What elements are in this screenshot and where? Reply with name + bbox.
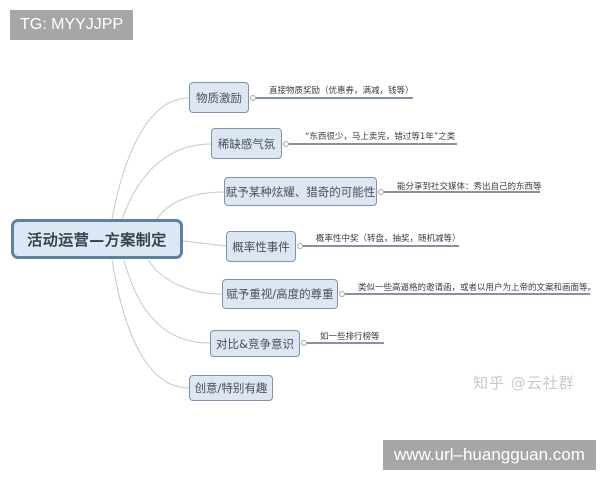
zhihu-watermark: 知乎 @云社群 xyxy=(473,374,575,392)
collapse-toggle-icon[interactable] xyxy=(250,95,256,101)
branch-node-scarcity[interactable]: 稀缺感气氛 xyxy=(211,128,282,159)
branch-node-probability[interactable]: 概率性事件 xyxy=(226,231,296,262)
root-node[interactable]: 活动运营—方案制定 xyxy=(11,219,183,259)
connector-branch-1 xyxy=(111,97,190,220)
branch-note: 如一些排行榜等 xyxy=(320,332,380,342)
branch-node-competition[interactable]: 对比&竞争意识 xyxy=(210,330,300,357)
branch-note: 概率性中奖（转盘，抽奖，随机减等） xyxy=(316,234,461,244)
branch-note: 能分享到社交媒体：秀出自己的东西等 xyxy=(397,182,542,192)
branch-node-creative[interactable]: 创意/特别有趣 xyxy=(189,375,273,401)
connector-branch-7 xyxy=(111,259,190,389)
collapse-toggle-icon[interactable] xyxy=(297,243,303,249)
collapse-toggle-icon[interactable] xyxy=(339,291,345,297)
branch-node-show-off[interactable]: 赋予某种炫耀、猎奇的可能性 xyxy=(224,177,377,206)
collapse-toggle-icon[interactable] xyxy=(378,189,384,195)
branch-note: 直接物质奖励（优惠券，满减，钱等） xyxy=(269,86,414,96)
collapse-toggle-icon[interactable] xyxy=(283,141,289,147)
connector-branch-5 xyxy=(147,259,223,295)
branch-note: 类似一些高逼格的邀请函，或者以用户为上帝的文案和画面等。 xyxy=(358,283,597,293)
connector-branch-4 xyxy=(182,240,227,247)
branch-note: “东西很少，马上卖完，错过等1年”之类 xyxy=(305,132,456,142)
connector-branch-3 xyxy=(156,191,225,220)
connector-branch-6 xyxy=(123,259,211,344)
watermark-tag-top: TG: MYYJJPP xyxy=(10,10,134,40)
branch-node-material-incentive[interactable]: 物质激励 xyxy=(189,82,249,113)
branch-node-respect[interactable]: 赋予重视/高度的尊重 xyxy=(222,279,338,309)
watermark-tag-bottom: www.url–huangguan.com xyxy=(383,440,596,470)
connector-branch-2 xyxy=(121,143,212,220)
collapse-toggle-icon[interactable] xyxy=(301,340,307,346)
